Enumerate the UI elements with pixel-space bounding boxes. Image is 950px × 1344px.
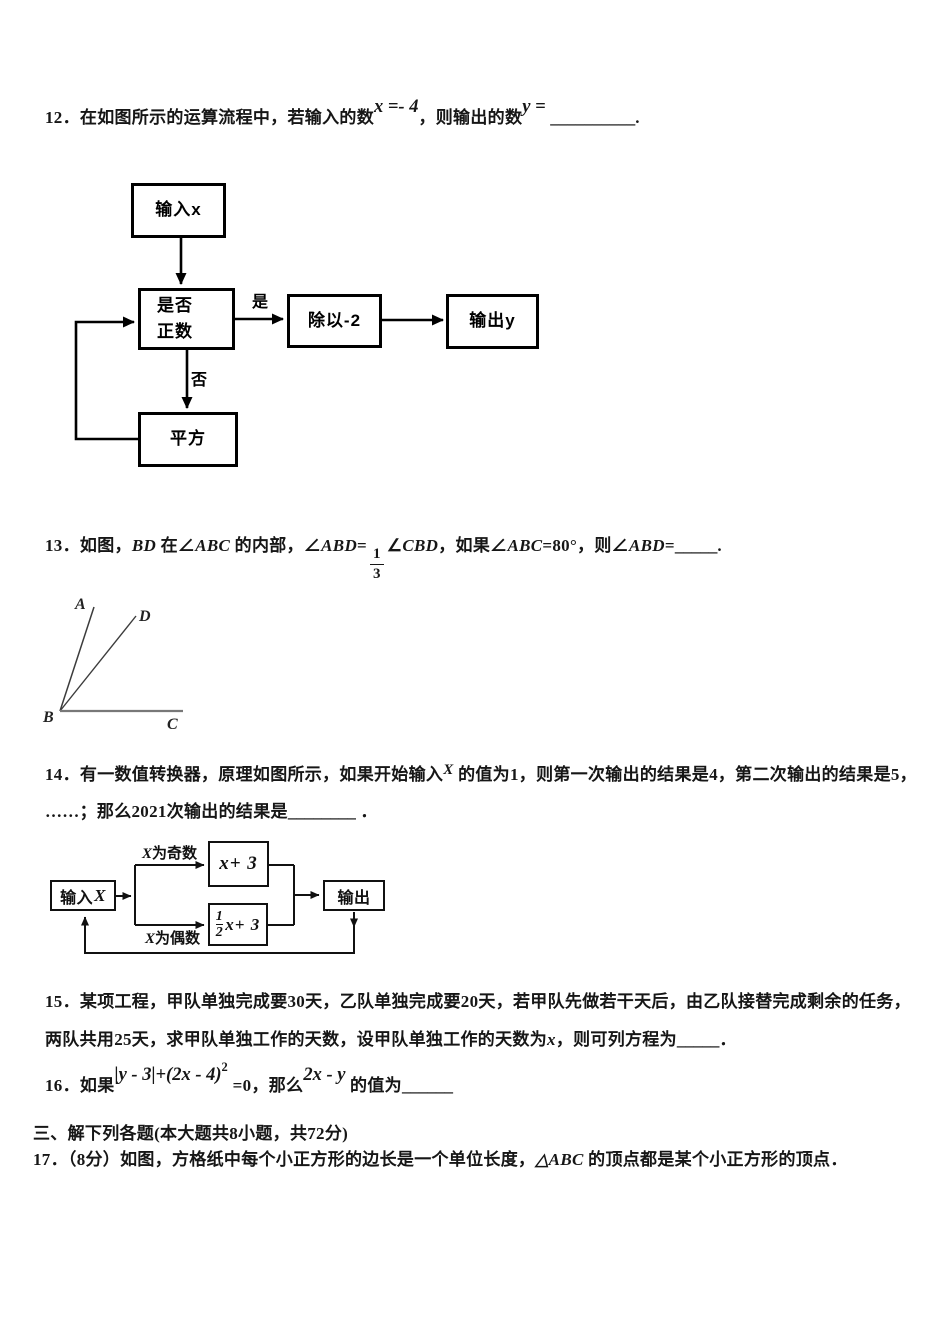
flowchart2-odd-expression: x+ 3 <box>219 853 258 874</box>
flowchart2-odd-label-cn: 为奇数 <box>152 846 198 862</box>
segment-var: CBD <box>402 536 439 555</box>
segment-msup: y = <box>522 97 551 117</box>
flowchart2-even-label-var: X <box>145 931 156 947</box>
text-segment: 14．有一数值转换器，原理如图所示，如果开始输入 <box>45 765 444 784</box>
flowchart1-decision-line1: 是否 <box>157 295 193 315</box>
segment-var: ABC <box>195 536 231 555</box>
flowchart2-node-output: 输出 <box>323 880 385 911</box>
segment-var: BD <box>131 536 157 555</box>
flowchart-q14-connectors <box>81 861 358 954</box>
text-segment: 的内部，∠ <box>230 536 322 555</box>
flowchart1-no-label: 否 <box>191 372 208 389</box>
flowchart2-odd-branch-label: X为奇数 <box>142 842 197 863</box>
flowchart-q12: 输入x 是否 正数 除以-2 输出y 平方 是 否 <box>60 175 560 475</box>
flowchart1-node-square-label: 平方 <box>170 429 206 449</box>
question-15-line1: 15．某项工程，甲队单独完成要30天，乙队单独完成要20天，若甲队先做若干天后，… <box>45 990 911 1014</box>
flowchart2-node-even-rule: 1 2 x+ 3 <box>208 903 268 946</box>
point-d-label: D <box>138 608 151 625</box>
flowchart2-even-label-cn: 为偶数 <box>155 931 201 947</box>
segment-blank: _____ <box>674 536 718 555</box>
segment-msup: 2x - y <box>303 1065 346 1085</box>
text-segment: ，如果∠ <box>438 536 508 555</box>
flowchart-q14: 输入 X x+ 3 1 2 x+ 3 输出 X为奇数 X为偶数 <box>45 835 405 965</box>
question-14-line1: 14．有一数值转换器，原理如图所示，如果开始输入X 的值为1，则第一次输出的结果… <box>45 762 917 788</box>
flowchart1-node-output-label: 输出y <box>469 311 516 331</box>
flowchart2-input-cn: 输入 <box>60 889 94 907</box>
text-segment: = <box>357 536 368 555</box>
text-segment: ，则可列方程为 <box>555 1030 677 1049</box>
flowchart1-node-input: 输入x <box>131 183 226 238</box>
segment-var: ABC <box>507 536 543 555</box>
section-3-heading: 三、解下列各题(本大题共8小题，共72分) <box>33 1124 349 1143</box>
point-b-label: B <box>42 709 54 726</box>
question-16-text: 16．如果|y - 3|+(2x - 4)2 =0，那么2x - y 的值为__… <box>45 1060 453 1099</box>
point-a-label: A <box>74 596 86 613</box>
segment-msup: |y - 3|+(2x - 4) <box>114 1065 222 1085</box>
text-segment: 13．如图， <box>45 536 132 555</box>
text-segment: 16．如果 <box>45 1076 115 1095</box>
segment-blank: __________ <box>550 108 636 127</box>
segment-blank: _____ <box>676 1030 720 1049</box>
segment-var: ABD <box>321 536 358 555</box>
text-segment: 12．在如图所示的运算流程中，若输入的数 <box>45 108 374 127</box>
text-segment: 在∠ <box>156 536 196 555</box>
text-segment: 的顶点都是某个小正方形的顶点． <box>583 1150 848 1169</box>
text-segment: =80° <box>542 536 578 555</box>
flowchart2-even-expression: x+ 3 <box>225 914 261 934</box>
text-segment: ． <box>355 802 378 821</box>
segment-vsup: X <box>443 762 454 778</box>
segment-var: ABD <box>628 536 665 555</box>
text-segment: ……；那么2021次输出的结果是 <box>45 802 288 821</box>
text-segment: 的值为1，则第一次输出的结果是4，第二次输出的结果是5， <box>453 765 917 784</box>
flowchart1-node-divide: 除以-2 <box>287 294 382 348</box>
question-12-text: 12．在如图所示的运算流程中，若输入的数x =- 4，则输出的数y = ____… <box>45 97 640 130</box>
flowchart1-node-divide-label: 除以-2 <box>307 310 362 330</box>
flowchart2-even-frac-den: 2 <box>215 923 224 940</box>
flowchart2-odd-label-var: X <box>142 846 153 862</box>
text-segment: ． <box>719 1030 737 1049</box>
segment-var: △ABC <box>535 1150 584 1169</box>
segment-msup: x =- 4 <box>374 97 419 117</box>
flowchart1-node-square: 平方 <box>138 412 238 467</box>
text-segment: 的值为 <box>345 1076 402 1095</box>
text-segment: ，则输出的数 <box>418 108 523 127</box>
flowchart2-even-frac-num: 1 <box>215 908 224 924</box>
text-segment: ，则∠ <box>577 536 629 555</box>
text-segment: 15．某项工程，甲队单独完成要30天，乙队单独完成要20天，若甲队先做若干天后，… <box>45 992 911 1011</box>
question-14-line2: ……；那么2021次输出的结果是________ ． <box>45 800 378 824</box>
segment-var: x <box>547 1030 556 1049</box>
text-segment: =0，那么 <box>228 1076 304 1095</box>
text-segment: = <box>664 536 675 555</box>
segment-msupexp: 2 <box>221 1060 229 1074</box>
angle-diagram-q13: A D B C <box>42 596 183 733</box>
flowchart1-decision-line2: 正数 <box>157 322 193 341</box>
flowchart1-node-input-label: 输入x <box>155 200 202 220</box>
flowchart2-node-input: 输入 X <box>50 880 116 911</box>
text-segment: 17．（8分）如图，方格纸中每个小正方形的边长是一个单位长度， <box>33 1150 536 1169</box>
flowchart2-input-var: X <box>94 885 106 905</box>
flowchart2-output-label: 输出 <box>337 889 371 907</box>
flowchart2-even-branch-label: X为偶数 <box>145 927 200 948</box>
flowchart1-node-output: 输出y <box>446 294 539 349</box>
text-segment: 两队共用25天，求甲队单独工作的天数，设甲队单独工作的天数为 <box>45 1030 547 1049</box>
flowchart2-node-odd-rule: x+ 3 <box>208 841 269 887</box>
text-segment: . <box>717 536 722 555</box>
question-15-line2: 两队共用25天，求甲队单独工作的天数，设甲队单独工作的天数为x，则可列方程为__… <box>45 1028 737 1052</box>
flowchart2-even-fraction: 1 2 <box>215 908 224 940</box>
flowchart1-node-decision: 是否 正数 <box>138 288 235 350</box>
flowchart-q12-connectors <box>74 238 444 441</box>
flowchart1-yes-label: 是 <box>252 294 269 311</box>
point-c-label: C <box>167 716 178 733</box>
question-17-text: 17．（8分）如图，方格纸中每个小正方形的边长是一个单位长度，△ABC 的顶点都… <box>33 1148 848 1172</box>
text-segment: ∠ <box>386 536 403 555</box>
segment-blank: ________ <box>287 802 356 821</box>
segment-blank: ______ <box>401 1076 453 1095</box>
text-segment: . <box>635 108 640 127</box>
